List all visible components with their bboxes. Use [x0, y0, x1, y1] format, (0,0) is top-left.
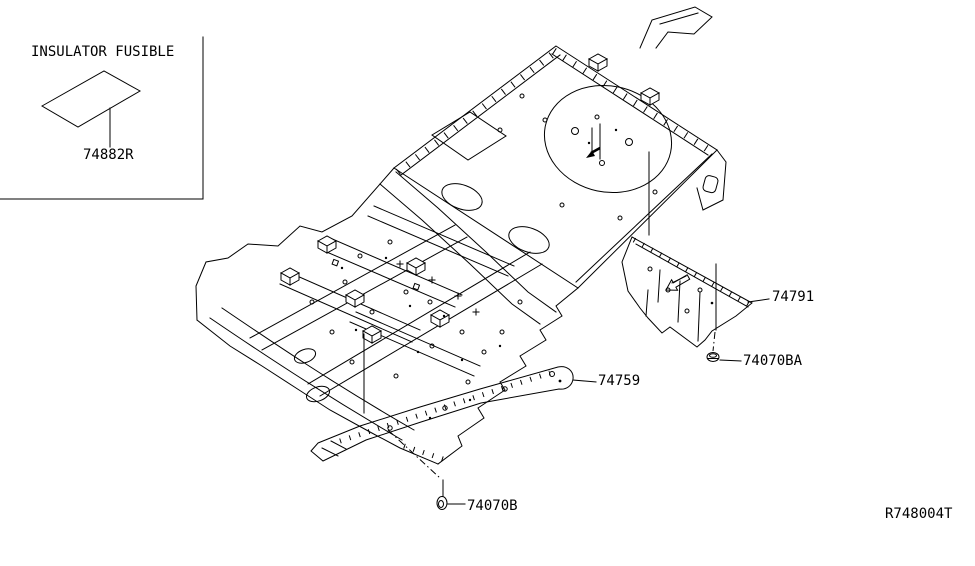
diagram-reference-code: R748004T — [885, 506, 953, 522]
floor-pan-drawing — [196, 7, 726, 464]
leader-line-74070BA — [720, 360, 741, 361]
fusible-insulator-shape — [42, 71, 140, 147]
centerline-to-plug-74070BA — [713, 332, 715, 351]
leader-line-74791 — [748, 299, 769, 302]
plug-74070B-icon — [388, 430, 465, 510]
inset-title: INSULATOR FUSIBLE — [31, 44, 175, 60]
plug-74070BA-icon — [707, 353, 741, 362]
part-number-74791[interactable]: 74791 — [772, 289, 815, 305]
inset-box — [0, 37, 203, 199]
direction-arrow-small — [586, 148, 600, 158]
spare-tire-well — [534, 74, 681, 204]
part-number-74070B[interactable]: 74070B — [467, 498, 518, 514]
cover-strip-74759 — [311, 367, 596, 461]
part-number-74882R[interactable]: 74882R — [83, 147, 134, 163]
part-number-74070BA[interactable]: 74070BA — [743, 353, 803, 369]
leader-line-74759 — [573, 380, 596, 382]
insulator-panel-74791 — [622, 237, 769, 351]
direction-arrow — [666, 275, 690, 290]
part-number-74759[interactable]: 74759 — [598, 373, 641, 389]
centerline-to-plug-74070B — [388, 430, 440, 478]
